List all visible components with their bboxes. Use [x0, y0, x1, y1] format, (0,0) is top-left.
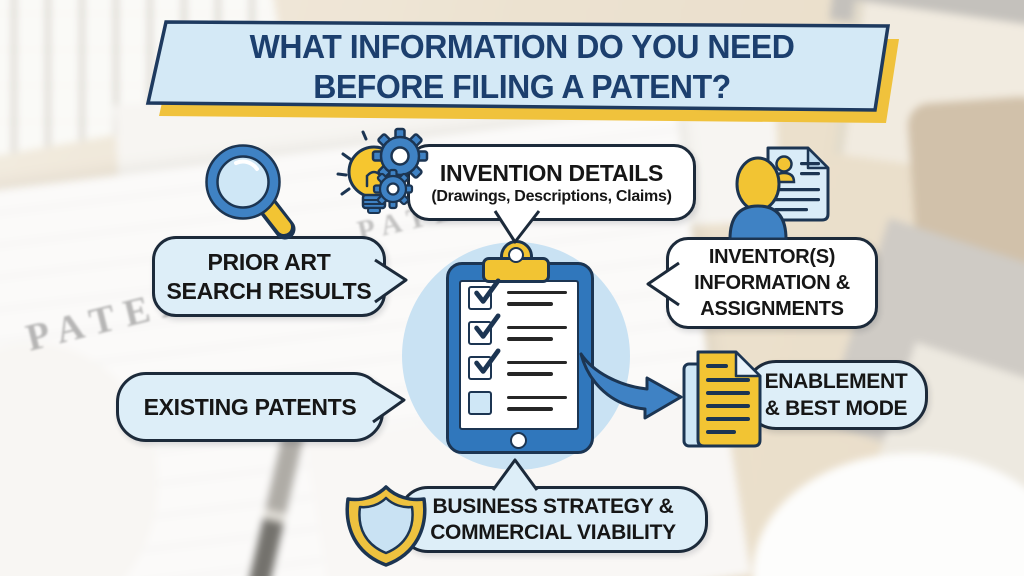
checklist-text-lines — [507, 360, 567, 376]
business-strategy-bubble: BUSINESS STRATEGY & COMMERCIAL VIABILITY — [398, 486, 708, 553]
bubble-line: BUSINESS STRATEGY & — [432, 494, 674, 518]
checklist-text-lines — [507, 290, 567, 306]
checked-checkbox-icon — [468, 313, 501, 345]
bubble-line: ENABLEMENT — [764, 370, 908, 393]
enablement-bubble: ENABLEMENT & BEST MODE — [744, 360, 928, 430]
prior-art-bubble: PRIOR ART SEARCH RESULTS — [152, 236, 386, 317]
business-bubble-tail — [491, 458, 539, 491]
checked-checkbox-icon — [468, 278, 501, 310]
bubble-line: EXISTING PATENTS — [143, 393, 357, 420]
title-banner — [145, 20, 899, 123]
checklist-row — [468, 278, 568, 310]
clipboard-clip-hole — [508, 247, 524, 263]
invention-bubble-tail — [493, 210, 541, 244]
invention-details-bubble: INVENTION DETAILS (Drawings, Description… — [407, 144, 696, 221]
title-line-1: WHAT INFORMATION DO YOU NEED — [249, 28, 795, 65]
bubble-line: INVENTOR(S) — [708, 246, 836, 268]
checklist — [468, 278, 568, 415]
inventors-bubble-tail — [646, 261, 680, 307]
checklist-row — [468, 348, 568, 380]
clipboard-bottom-hole — [510, 432, 527, 449]
existing-patents-bubble: EXISTING PATENTS — [116, 372, 384, 442]
checklist-row — [468, 391, 568, 415]
bubble-line: INFORMATION & — [694, 272, 850, 294]
existing-patents-bubble-tail — [372, 379, 406, 424]
checked-checkbox-icon — [468, 348, 501, 380]
checklist-text-lines — [507, 395, 567, 411]
inventor-profile-icon — [728, 146, 830, 240]
unchecked-checkbox-icon — [468, 391, 492, 415]
yellow-documents-icon — [682, 350, 762, 448]
prior-art-bubble-tail — [374, 258, 408, 304]
checklist-text-lines — [507, 325, 567, 341]
bubble-subtitle: (Drawings, Descriptions, Claims) — [431, 187, 672, 205]
page-title: WHAT INFORMATION DO YOU NEED BEFORE FILI… — [181, 24, 864, 110]
bubble-line: SEARCH RESULTS — [166, 277, 372, 304]
curved-arrow-icon — [579, 352, 683, 420]
title-line-2: BEFORE FILING A PATENT? — [313, 68, 731, 105]
magnifying-glass-icon — [205, 144, 296, 240]
shield-icon — [345, 485, 427, 567]
bubble-line: COMMERCIAL VIABILITY — [430, 520, 676, 544]
bubble-line: PRIOR ART — [207, 248, 331, 275]
checklist-row — [468, 313, 568, 345]
bubble-line: & BEST MODE — [764, 397, 908, 420]
bubble-title: INVENTION DETAILS — [439, 159, 664, 186]
bubble-line: ASSIGNMENTS — [700, 298, 844, 320]
inventors-bubble: INVENTOR(S) INFORMATION & ASSIGNMENTS — [666, 237, 878, 329]
lightbulb-gears-icon — [336, 127, 429, 214]
